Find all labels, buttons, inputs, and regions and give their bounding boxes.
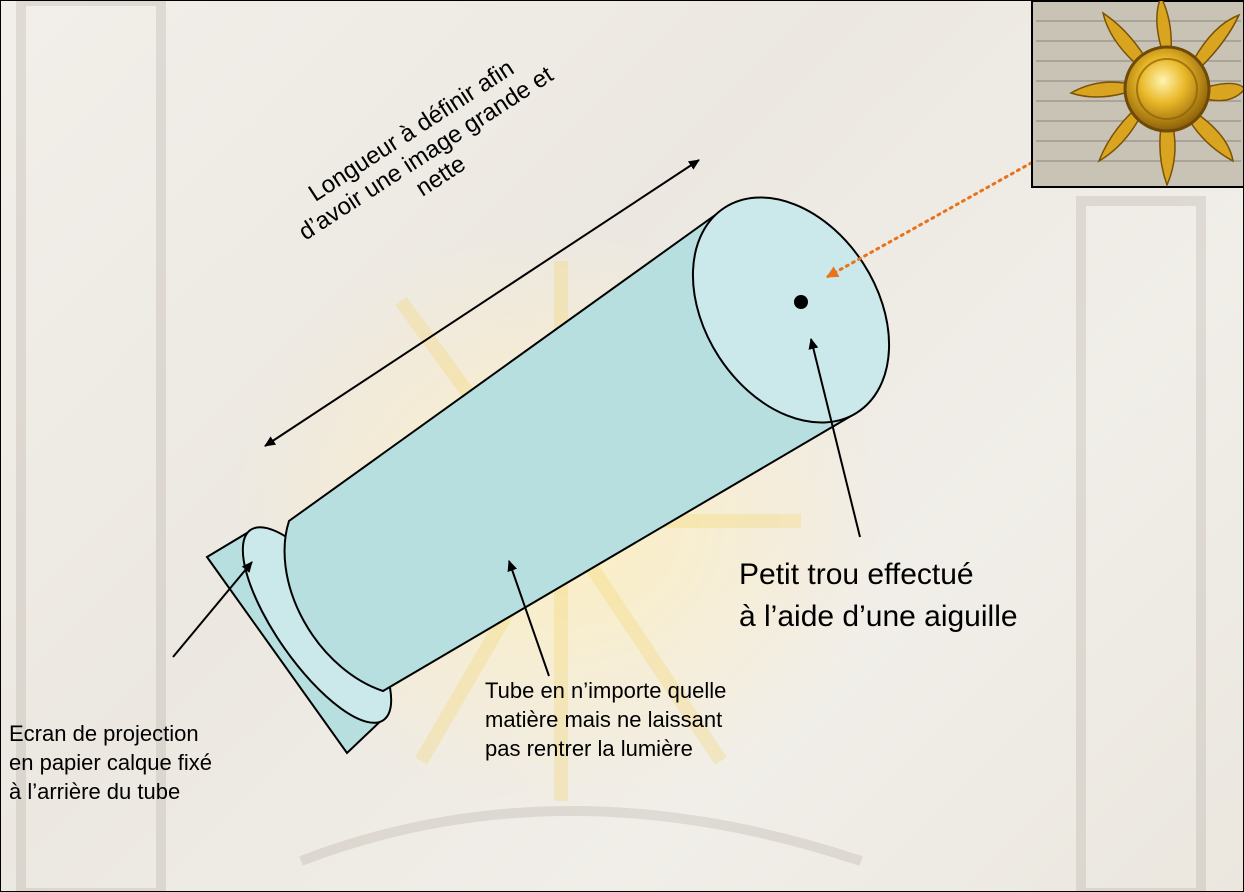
length-arrow [264, 159, 700, 447]
hole-label: Petit trou effectué à l’aide d’une aigui… [739, 558, 1018, 633]
pinhole-icon [794, 295, 808, 309]
bg-column-right [1076, 196, 1206, 891]
tube-label: Tube en n’importe quelle matière mais ne… [485, 678, 727, 761]
tube [283, 196, 891, 693]
bg-column-left [16, 1, 166, 891]
hole-pointer-arrow [808, 338, 861, 538]
tube-front-face [691, 196, 891, 424]
bg-arch [299, 806, 863, 866]
screen-pointer-arrow [172, 561, 253, 658]
sun-picture [1031, 1, 1243, 188]
sun-emblem-icon [1069, 1, 1243, 188]
screen-label: Ecran de projection en papier calque fix… [9, 721, 213, 804]
tube-pointer-arrow [507, 560, 550, 677]
